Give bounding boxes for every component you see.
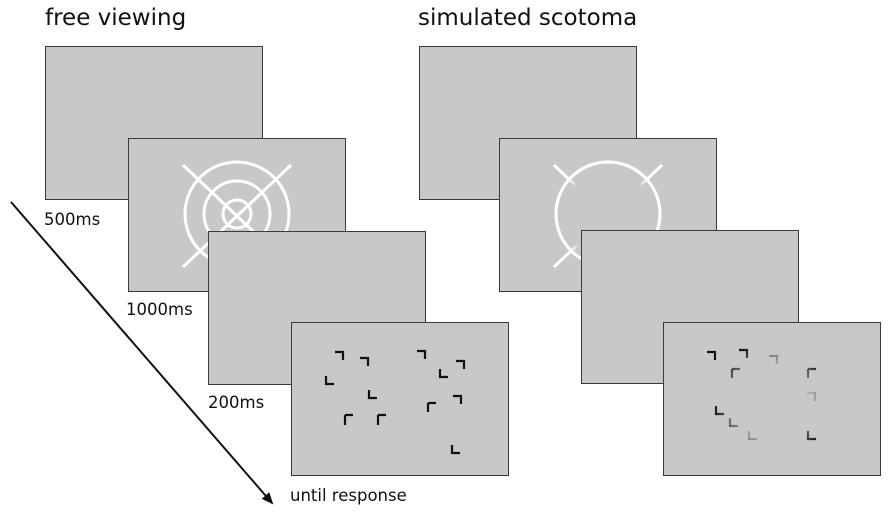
timing-label-1000ms: 1000ms <box>126 300 193 319</box>
timing-label-500ms: 500ms <box>44 210 101 229</box>
free-viewing-search-screen <box>291 322 509 476</box>
timing-label-until-response: until response <box>290 486 407 505</box>
simulated-scotoma-heading: simulated scotoma <box>418 5 638 31</box>
scotoma-search-display <box>707 341 832 461</box>
scotoma-search-screen <box>663 322 881 476</box>
timing-label-200ms: 200ms <box>208 393 265 412</box>
free-viewing-heading: free viewing <box>45 5 187 31</box>
search-display <box>324 349 466 455</box>
